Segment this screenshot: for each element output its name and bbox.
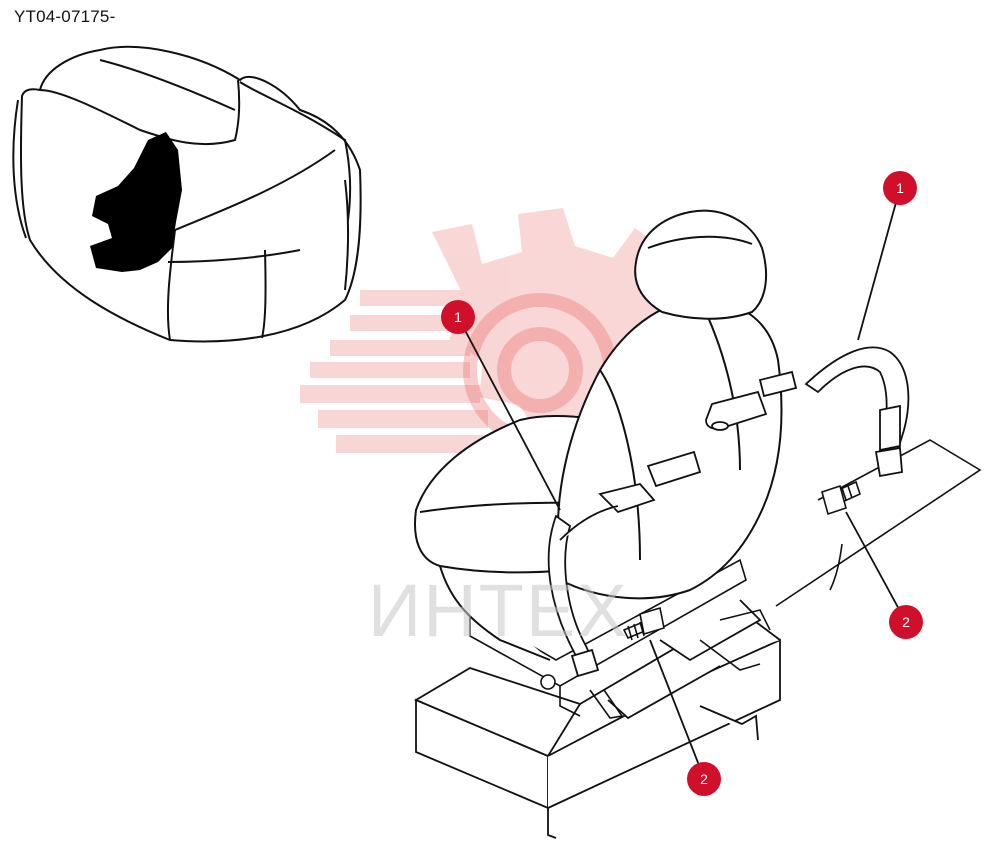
leader-lines xyxy=(457,187,907,779)
overview-highlighted-seat xyxy=(90,132,182,272)
callout-1-seat-belt-right[interactable]: 1 xyxy=(883,171,917,205)
overview-thumbnail xyxy=(12,45,362,343)
seat-slide-rails xyxy=(469,558,771,719)
bolt-side-nut xyxy=(540,674,556,690)
callout-2-bolt-front[interactable]: 2 xyxy=(687,762,721,796)
callout-1-seat-belt-left[interactable]: 1 xyxy=(441,300,475,334)
seat-backrest xyxy=(557,298,783,600)
seat-riser-base xyxy=(414,599,781,839)
seat-belt-tongue-side xyxy=(705,346,910,478)
callout-2-bolt-rear[interactable]: 2 xyxy=(889,605,923,639)
floor-plate xyxy=(775,439,982,607)
drawing-code: YT04-07175- xyxy=(14,7,116,26)
watermark-text: ИНТЕХ xyxy=(368,569,629,652)
bolt-rear xyxy=(821,480,861,516)
bolt-front xyxy=(622,606,665,641)
seat-belt-buckle-side xyxy=(547,450,702,678)
watermark-gear-logo xyxy=(300,208,671,453)
headrest xyxy=(634,209,768,320)
